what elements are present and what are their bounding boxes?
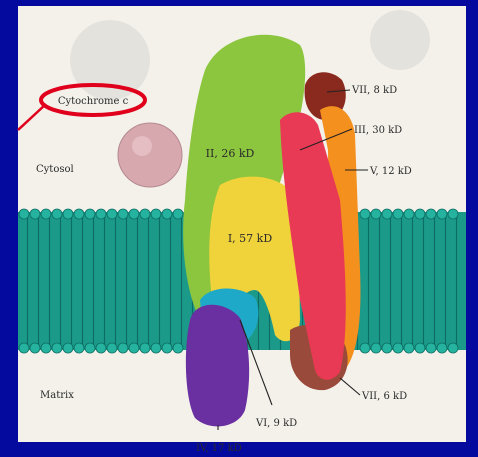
lipid-head [437,209,447,219]
lipid-head [371,209,381,219]
lipid-head [404,209,414,219]
lipid-head [85,343,95,353]
lipid-head [393,343,403,353]
lipid-head [63,343,73,353]
subunit-V-label: V, 12 kD [369,166,412,177]
lipid-head [107,343,117,353]
lipid-head [448,343,458,353]
subunit-VI-label: VI, 9 kD [255,418,297,429]
lipid-head [162,209,172,219]
cytochrome-c-label: Cytochrome c [58,96,129,107]
cytochrome-highlight [132,136,152,156]
lipid-head [74,343,84,353]
lipid-head [371,343,381,353]
lipid-head [393,209,403,219]
lipid-head [30,343,40,353]
subunit-II-label: II, 26 kD [206,147,255,160]
lipid-head [415,209,425,219]
cytochrome-c-sphere [118,123,182,187]
subunit-I-label: I, 57 kD [228,232,272,245]
subunit-VII-bottom-label: VII, 6 kD [361,391,407,402]
lipid-head [96,209,106,219]
lipid-head [437,343,447,353]
lipid-head [85,209,95,219]
lipid-head [52,209,62,219]
lipid-head [382,209,392,219]
lipid-head [140,209,150,219]
lipid-head [426,343,436,353]
lipid-head [52,343,62,353]
lipid-head [41,209,51,219]
lipid-head [19,209,29,219]
subunit-IV-shape [186,305,249,427]
lipid-head [118,343,128,353]
lipid-head [129,209,139,219]
lipid-head [360,209,370,219]
lipid-head [173,209,183,219]
lipid-head [448,209,458,219]
lipid-head [151,209,161,219]
lipid-head [107,209,117,219]
lipid-head [382,343,392,353]
subunit-IV-label: IV, 17 kD [196,443,242,453]
lipid-head [118,209,128,219]
matrix-label: Matrix [40,390,74,401]
lipid-head [162,343,172,353]
lipid-head [41,343,51,353]
lipid-head [19,343,29,353]
lipid-head [415,343,425,353]
lipid-head [426,209,436,219]
lipid-head [151,343,161,353]
cytosol-label: Cytosol [36,164,74,175]
subunit-III-label: III, 30 kD [354,125,402,136]
lipid-head [173,343,183,353]
subunit-VII-top-label: VII, 8 kD [351,85,397,96]
lipid-head [74,209,84,219]
lipid-head [63,209,73,219]
lipid-head [96,343,106,353]
lipid-head [129,343,139,353]
lipid-head [30,209,40,219]
lipid-head [404,343,414,353]
lipid-head [140,343,150,353]
lipid-head [360,343,370,353]
